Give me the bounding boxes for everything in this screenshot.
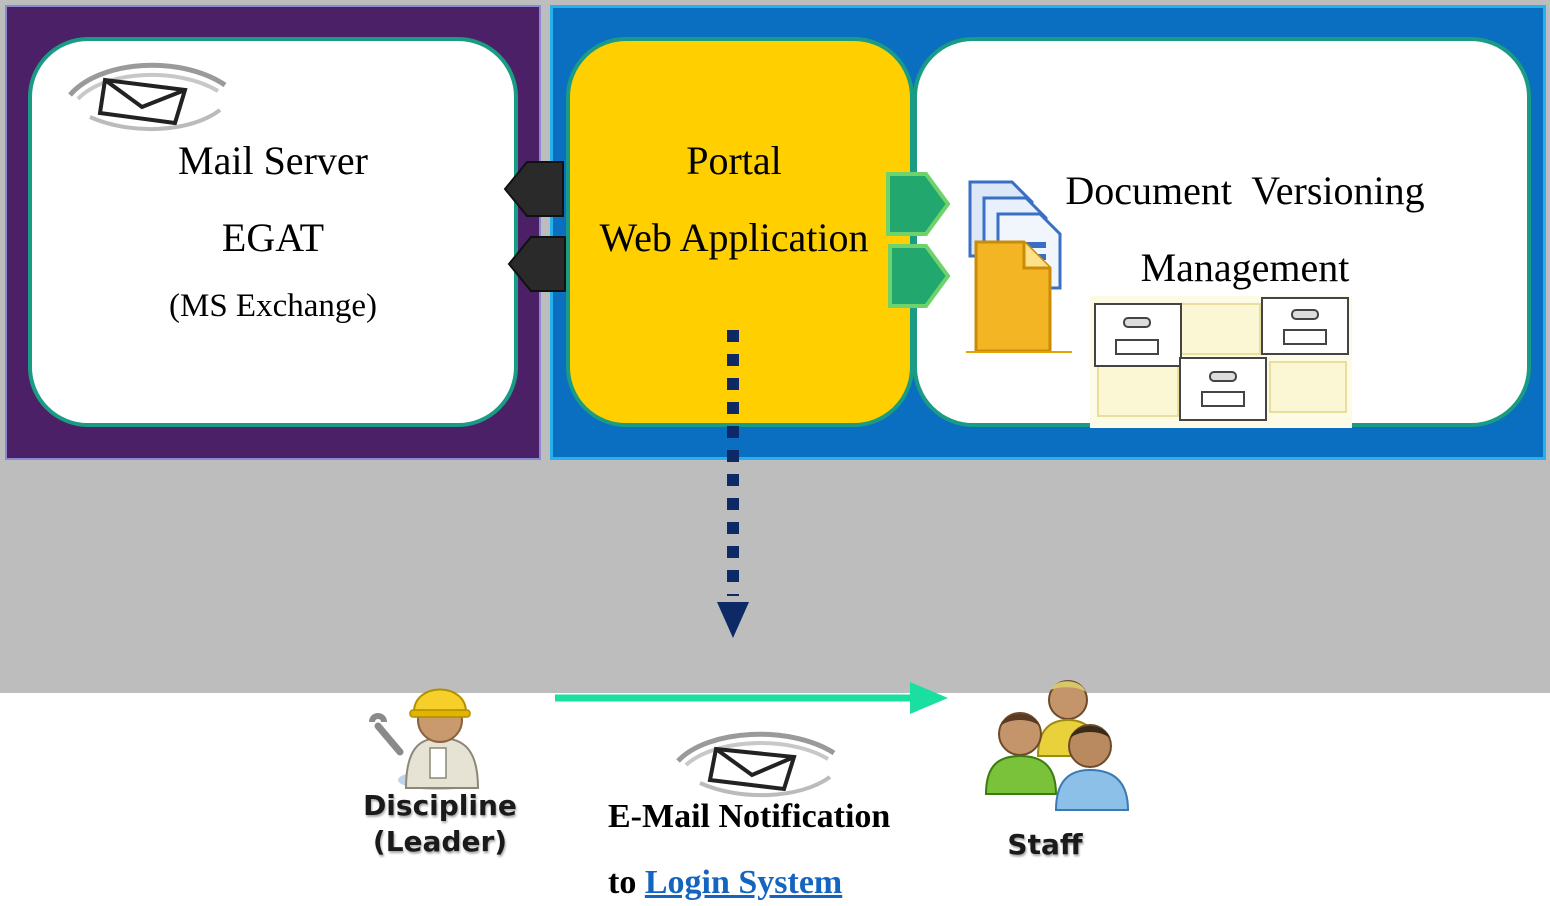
notification-envelope-icon [676, 731, 836, 798]
filing-cabinets-icon [1090, 296, 1352, 428]
mail-server-product: (MS Exchange) [168, 288, 378, 324]
dotted-down-arrow [717, 330, 749, 638]
leader-label-line1: Discipline [363, 789, 517, 822]
staff-group-icon [984, 680, 1130, 811]
portal-title: Portal [686, 138, 782, 183]
staff-label: Staff [1007, 828, 1083, 861]
login-prefix: to [608, 864, 645, 901]
leader-label: Discipline (Leader) [340, 788, 540, 860]
login-line: to Login System [608, 864, 842, 902]
login-system-link[interactable]: Login System [644, 864, 843, 901]
bottom-area [0, 693, 1550, 906]
document-title: Document Versioning [1065, 168, 1425, 213]
mail-connector-arrows [503, 161, 566, 292]
leader-worker-icon [369, 688, 480, 790]
document-files-icon [966, 180, 1072, 353]
document-connector-arrows [886, 172, 951, 308]
notification-flow-arrow [555, 682, 948, 714]
portal-subtitle: Web Application [599, 215, 869, 260]
mail-server-org: EGAT [221, 215, 325, 260]
envelope-icon [68, 62, 227, 132]
portal-box [566, 37, 914, 427]
leader-label-line2: (Leader) [372, 825, 508, 858]
email-notification-text: E-Mail Notification [608, 798, 891, 835]
mail-server-title: Mail Server [178, 138, 368, 183]
document-subtitle: Management [1140, 245, 1350, 290]
